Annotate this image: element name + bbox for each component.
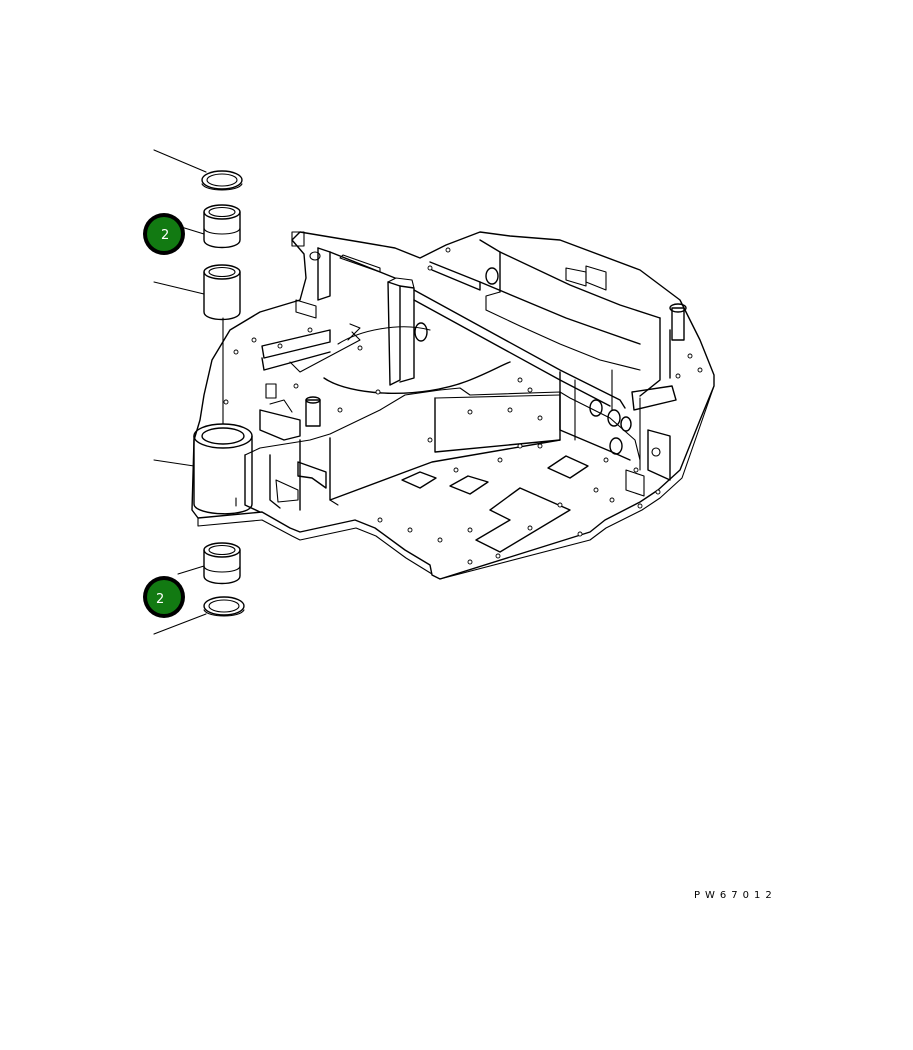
leader-line-bushing-lower — [177, 565, 205, 575]
bushing-lower[interactable] — [203, 542, 241, 585]
leader-line-boss — [153, 459, 195, 467]
frame-drawing — [191, 231, 715, 580]
seal-ring-upper[interactable] — [201, 170, 243, 191]
callout-label: 2 — [161, 228, 169, 243]
leader-line-seal-upper — [153, 149, 207, 173]
callout-lower[interactable]: 2 — [143, 576, 185, 618]
bushing-upper[interactable] — [203, 204, 241, 249]
leader-line-seal-lower — [153, 613, 207, 635]
callout-upper[interactable]: 2 — [143, 213, 185, 255]
pivot-pin[interactable] — [203, 264, 241, 321]
leader-line-pin — [153, 281, 205, 295]
callout-fill-icon — [147, 580, 181, 614]
callout-fill-icon — [147, 217, 181, 251]
exploded-parts — [201, 170, 245, 617]
seal-ring-lower[interactable] — [203, 596, 245, 617]
drawing-number: PW67012 — [694, 890, 777, 901]
callout-label: 2 — [156, 592, 164, 607]
